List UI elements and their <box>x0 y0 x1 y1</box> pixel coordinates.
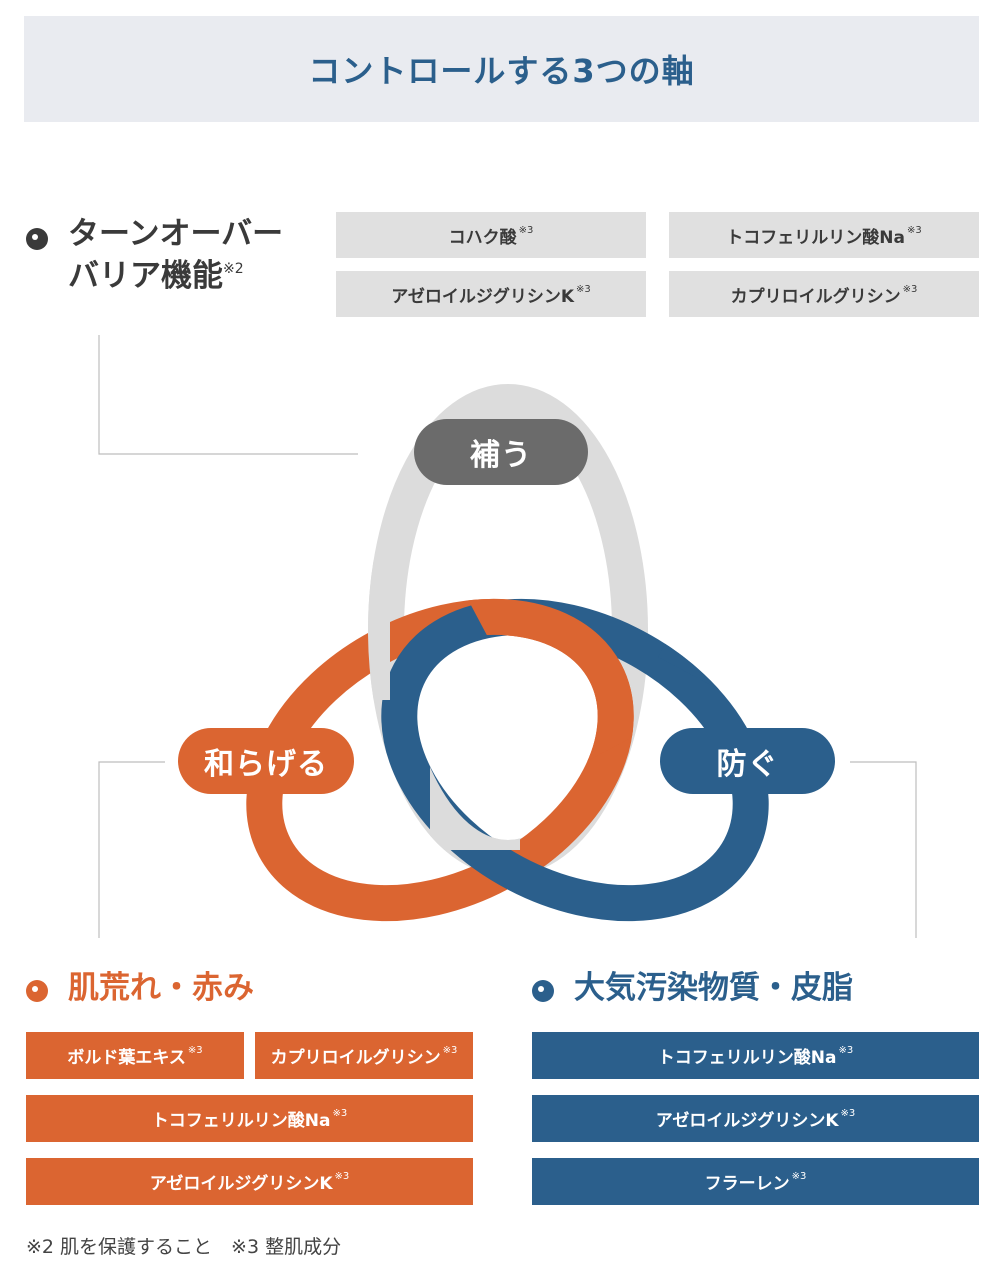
protect-pill: 防ぐ <box>660 728 835 794</box>
bullet-icon <box>26 228 48 250</box>
connector-lines <box>98 335 917 938</box>
connector-line-roughness <box>98 761 165 938</box>
page-title: コントロールする3つの軸 <box>308 52 695 90</box>
supplement-pill: 補う <box>414 419 588 485</box>
ingredient-chip: アゼロイルジグリシンK※3 <box>26 1158 473 1205</box>
ingredient-chip: ボルド葉エキス※3 <box>26 1032 244 1079</box>
ingredient-chip: アゼロイルジグリシンK※3 <box>532 1095 979 1142</box>
ingredient-chip: カプリロイルグリシン※3 <box>669 271 979 317</box>
footnote: ※2 肌を保護すること ※3 整肌成分 <box>26 1236 342 1258</box>
ingredient-chip: フラーレン※3 <box>532 1158 979 1205</box>
ingredient-chip: コハク酸※3 <box>336 212 646 258</box>
bullet-icon <box>26 980 48 1002</box>
connector-line-pollution <box>850 761 917 938</box>
soothe-pill: 和らげる <box>178 728 354 794</box>
ingredient-chip: トコフェリルリン酸Na※3 <box>26 1095 473 1142</box>
ingredient-chip: アゼロイルジグリシンK※3 <box>336 271 646 317</box>
ingredient-chip: トコフェリルリン酸Na※3 <box>532 1032 979 1079</box>
header-banner: コントロールする3つの軸 <box>24 16 979 122</box>
ingredient-chip: トコフェリルリン酸Na※3 <box>669 212 979 258</box>
roughness-title: 肌荒れ・赤み <box>68 970 254 1006</box>
blue-ring <box>381 598 769 922</box>
connector-line-turnover <box>98 335 358 455</box>
turnover-title: ターンオーバー バリア機能※2 <box>68 216 284 294</box>
pollution-title: 大気汚染物質・皮脂 <box>574 970 853 1006</box>
ingredient-chip: カプリロイルグリシン※3 <box>255 1032 473 1079</box>
bullet-icon <box>532 980 554 1002</box>
